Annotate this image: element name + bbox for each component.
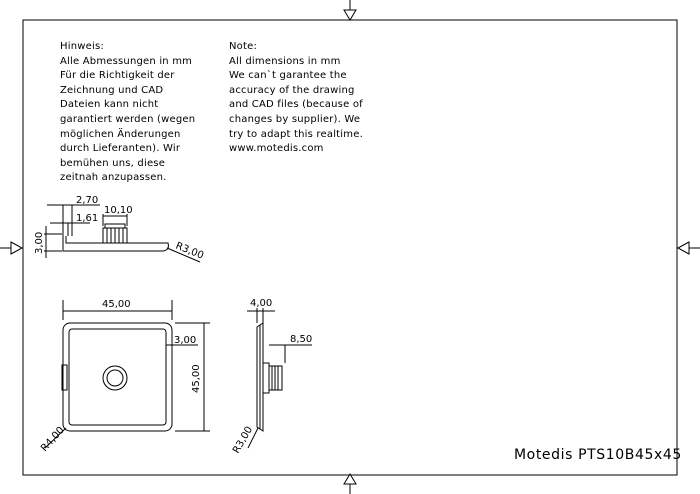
note-line: All dimensions in mm (229, 55, 341, 67)
center-mark-bottom (343, 473, 357, 494)
dim-front-wall: 3,00 (174, 335, 196, 346)
center-mark-left (0, 241, 24, 255)
note-line: Dateien kann nicht (60, 99, 159, 111)
note-line: Alle Abmessungen in mm (60, 55, 193, 67)
side-view (247, 308, 312, 449)
note-line: accuracy of the drawing (229, 84, 355, 96)
notes-german: Hinweis: Alle Abmessungen in mm Für die … (60, 40, 195, 186)
top-view (44, 204, 201, 263)
dim-front-height: 45,00 (191, 364, 202, 393)
note-line: zeitnah anzupassen. (60, 172, 167, 184)
dim-front-width: 45,00 (102, 299, 131, 310)
title-block: Motedis PTS10B45x45 (514, 447, 682, 463)
note-line: möglichen Änderungen (60, 128, 181, 140)
front-view (44, 300, 210, 449)
dim-side-stem: 8,50 (290, 334, 312, 345)
note-line: and CAD files (because of (229, 99, 363, 111)
dim-top-3-00: 3,00 (34, 232, 45, 254)
note-line: Für die Richtigkeit der (60, 70, 175, 82)
note-line: try to adapt this realtime. (229, 128, 363, 140)
note-line: garantiert werden (wegen (60, 113, 196, 125)
note-line: bemühen uns, diese (60, 157, 166, 169)
notes-english: Note: All dimensions in mm We can`t gara… (229, 40, 363, 157)
note-line: durch Lieferanten). Wir (60, 143, 181, 155)
note-line: Zeichnung und CAD (60, 84, 164, 96)
note-line: changes by supplier). We (229, 113, 361, 125)
dim-top-2-70: 2,70 (76, 195, 98, 206)
dim-side-thickness: 4,00 (250, 298, 272, 309)
dim-top-radius: R3,00 (174, 241, 205, 262)
dim-front-radius: R4,00 (39, 425, 67, 454)
center-mark-top (343, 0, 357, 21)
center-mark-right (676, 241, 700, 255)
dim-top-10-10: 10,10 (104, 205, 133, 216)
note-line: We can`t garantee the (229, 70, 347, 82)
dim-top-1-61: 1,61 (76, 213, 98, 224)
note-line: www.motedis.com (229, 143, 324, 155)
note-line: Note: (229, 41, 258, 52)
note-line: Hinweis: (60, 41, 104, 52)
